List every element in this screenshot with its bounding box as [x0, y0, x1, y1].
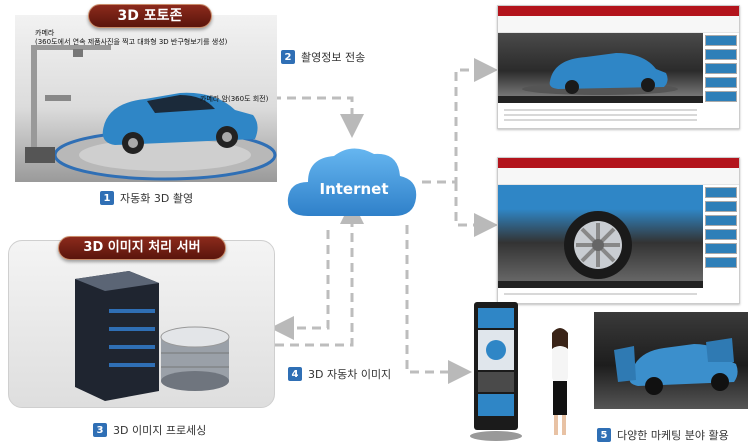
kiosk-display [470, 302, 522, 441]
step-1: 1 자동화 3D 촬영 [100, 190, 193, 206]
server-panel [8, 240, 275, 408]
internet-cloud [287, 148, 417, 216]
car-doors-open [614, 338, 738, 395]
step-5: 5 다양한 마케팅 분야 활용 [597, 427, 729, 443]
step-5-number: 5 [597, 428, 611, 442]
car-view-front [522, 53, 678, 95]
car-wheel-closeup [564, 211, 632, 279]
arrow-zone-to-cloud [272, 96, 364, 138]
arrow-cloud-to-server [270, 230, 330, 340]
step-3-label: 3D 이미지 프로세싱 [113, 424, 207, 437]
woman-figure [552, 328, 568, 435]
web-screenshot-2 [497, 157, 740, 304]
camera-arm-label: 카메라 암(360도 회전) [200, 95, 269, 103]
step-2-label: 촬영정보 전송 [301, 51, 366, 64]
car-showroom-photo [594, 312, 748, 409]
step-2: 2 촬영정보 전송 [281, 49, 365, 65]
web-screenshot-1 [497, 5, 740, 129]
camera-label: 카메라 (360도에서 연속 제품사진을 찍고 대화형 3D 반구형보기를 생성… [35, 29, 228, 46]
step-2-number: 2 [281, 50, 295, 64]
arrow-cloud-to-shot1 [422, 58, 498, 184]
photo-zone-image: 카메라 (360도에서 연속 제품사진을 찍고 대화형 3D 반구형보기를 생성… [15, 15, 277, 182]
photo-zone-illustration [25, 45, 277, 181]
photo-zone-title: 3D 포토존 [88, 4, 212, 28]
step-4: 4 3D 자동차 이미지 [288, 366, 391, 382]
server-illustration [75, 271, 230, 401]
arrow-cloud-to-kiosk [405, 225, 472, 384]
step-4-number: 4 [288, 367, 302, 381]
step-1-label: 자동화 3D 촬영 [120, 192, 194, 205]
internet-label: Internet [319, 180, 389, 198]
step-4-label: 3D 자동차 이미지 [308, 368, 392, 381]
step-3: 3 3D 이미지 프로세싱 [93, 422, 206, 438]
arrow-cloud-to-shot2 [454, 182, 498, 237]
step-5-label: 다양한 마케팅 분야 활용 [617, 429, 729, 442]
server-title: 3D 이미지 처리 서버 [58, 236, 226, 260]
arrow-server-to-cloud [275, 200, 364, 347]
step-1-number: 1 [100, 191, 114, 205]
step-3-number: 3 [93, 423, 107, 437]
